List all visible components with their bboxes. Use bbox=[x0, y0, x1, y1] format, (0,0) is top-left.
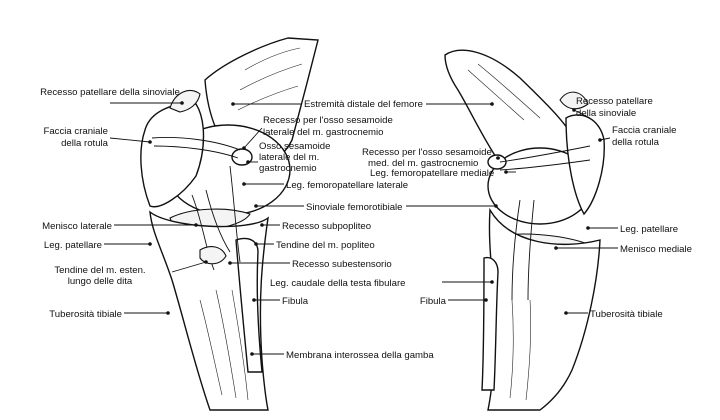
labels-right: Recesso per l'osso sesamoide med. del m.… bbox=[362, 96, 692, 320]
label-tendine-esten-2: lungo delle dita bbox=[68, 276, 133, 287]
label-faccia-craniale-2: della rotula bbox=[61, 138, 109, 149]
label-recesso-sesamoide-lat-2: laterale del m. gastrocnemio bbox=[263, 127, 384, 138]
label-recesso-sesamoide-lat-1: Recesso per l'osso sesamoide bbox=[263, 115, 393, 126]
label-recesso-patellare: Recesso patellare della sinoviale bbox=[40, 87, 180, 98]
label-menisco-laterale: Menisco laterale bbox=[42, 221, 112, 232]
labels-left: Recesso patellare della sinoviale Estrem… bbox=[40, 87, 434, 361]
label-osso-sesamoide-1: Osso sesamoide bbox=[259, 141, 330, 152]
label-fibula-right: Fibula bbox=[420, 296, 447, 307]
label-recesso-subestensorio: Recesso subestensorio bbox=[292, 259, 392, 270]
label-leg-femoropat-med: Leg. femoropatellare mediale bbox=[370, 168, 494, 179]
labels-center: Sinoviale femorotibiale Leg. caudale del… bbox=[270, 202, 405, 289]
label-tendine-popliteo: Tendine del m. popliteo bbox=[276, 240, 375, 251]
label-osso-sesamoide-3: gastrocnemio bbox=[259, 163, 317, 174]
label-faccia-craniale-1: Faccia craniale bbox=[43, 126, 108, 137]
label-recesso-subpopliteo: Recesso subpopliteo bbox=[282, 221, 371, 232]
label-faccia-craniale-right-1: Faccia craniale bbox=[612, 125, 677, 136]
right-fibula bbox=[481, 256, 499, 391]
right-patellar-recess bbox=[559, 91, 589, 110]
label-recesso-sesamoide-med-2: med. del m. gastrocnemio bbox=[368, 158, 478, 169]
label-faccia-craniale-right-2: della rotula bbox=[612, 137, 660, 148]
label-leg-patellare-right: Leg. patellare bbox=[620, 224, 678, 235]
label-menisco-mediale: Menisco mediale bbox=[620, 244, 692, 255]
label-tuberosita-left: Tuberosità tibiale bbox=[49, 309, 122, 320]
label-fibula-left: Fibula bbox=[282, 296, 309, 307]
label-recesso-patellare-right-1: Recesso patellare bbox=[576, 96, 653, 107]
leader-lines bbox=[104, 101, 618, 356]
right-patella bbox=[565, 114, 605, 216]
right-sesamoid bbox=[487, 154, 507, 170]
right-knee-drawing bbox=[444, 49, 605, 411]
label-tuberosita-right: Tuberosità tibiale bbox=[590, 309, 663, 320]
left-patellar-recess bbox=[169, 90, 201, 113]
label-sinoviale-femorotibiale: Sinoviale femorotibiale bbox=[306, 202, 403, 213]
label-leg-caudale: Leg. caudale della testa fibulare bbox=[270, 278, 405, 289]
label-leg-femoropat-lat: Leg. femoropatellare laterale bbox=[286, 180, 408, 191]
label-recesso-patellare-right-2: della sinoviale bbox=[576, 108, 636, 119]
label-tendine-esten-1: Tendine del m. esten. bbox=[54, 265, 145, 276]
label-membrana-interossea: Membrana interossea della gamba bbox=[286, 350, 434, 361]
label-leg-patellare-left: Leg. patellare bbox=[44, 240, 102, 251]
label-estremita-distale: Estremità distale del femore bbox=[304, 99, 423, 110]
label-osso-sesamoide-2: laterale del m. bbox=[259, 152, 319, 163]
left-knee-drawing bbox=[140, 37, 319, 411]
label-recesso-sesamoide-med-1: Recesso per l'osso sesamoide bbox=[362, 147, 492, 158]
